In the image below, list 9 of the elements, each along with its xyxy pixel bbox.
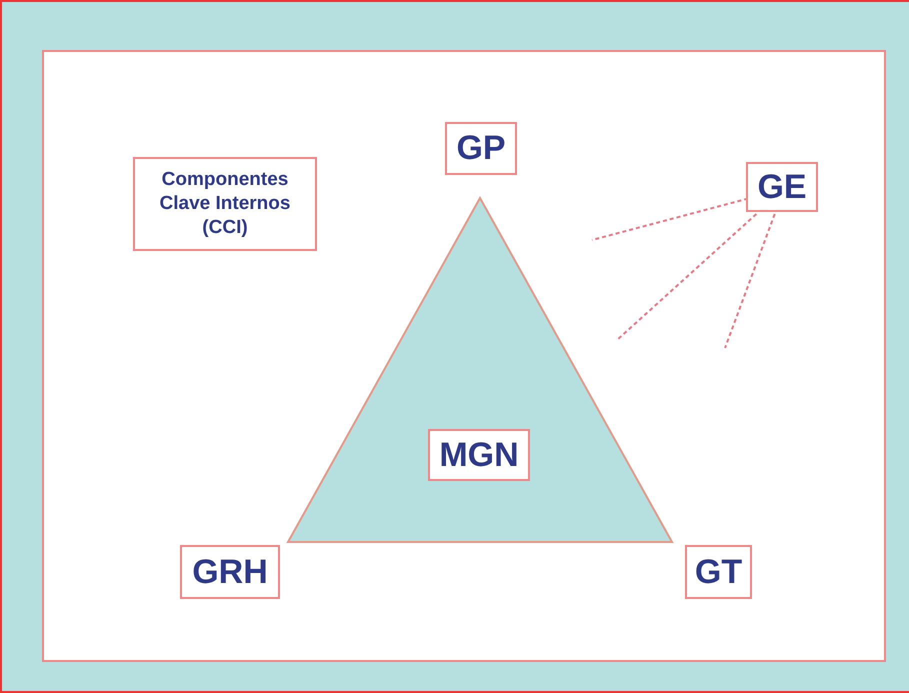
label-box: GRH [180,545,280,599]
dashed-line [592,198,748,241]
label-box: GT [685,545,752,599]
label-box: GP [445,122,517,175]
label-box: MGN [428,429,530,481]
text-box: Componentes Clave Internos (CCI) [133,157,317,251]
dashed-line [724,214,776,348]
label-box: GE [746,162,818,212]
dashed-line [616,213,758,341]
